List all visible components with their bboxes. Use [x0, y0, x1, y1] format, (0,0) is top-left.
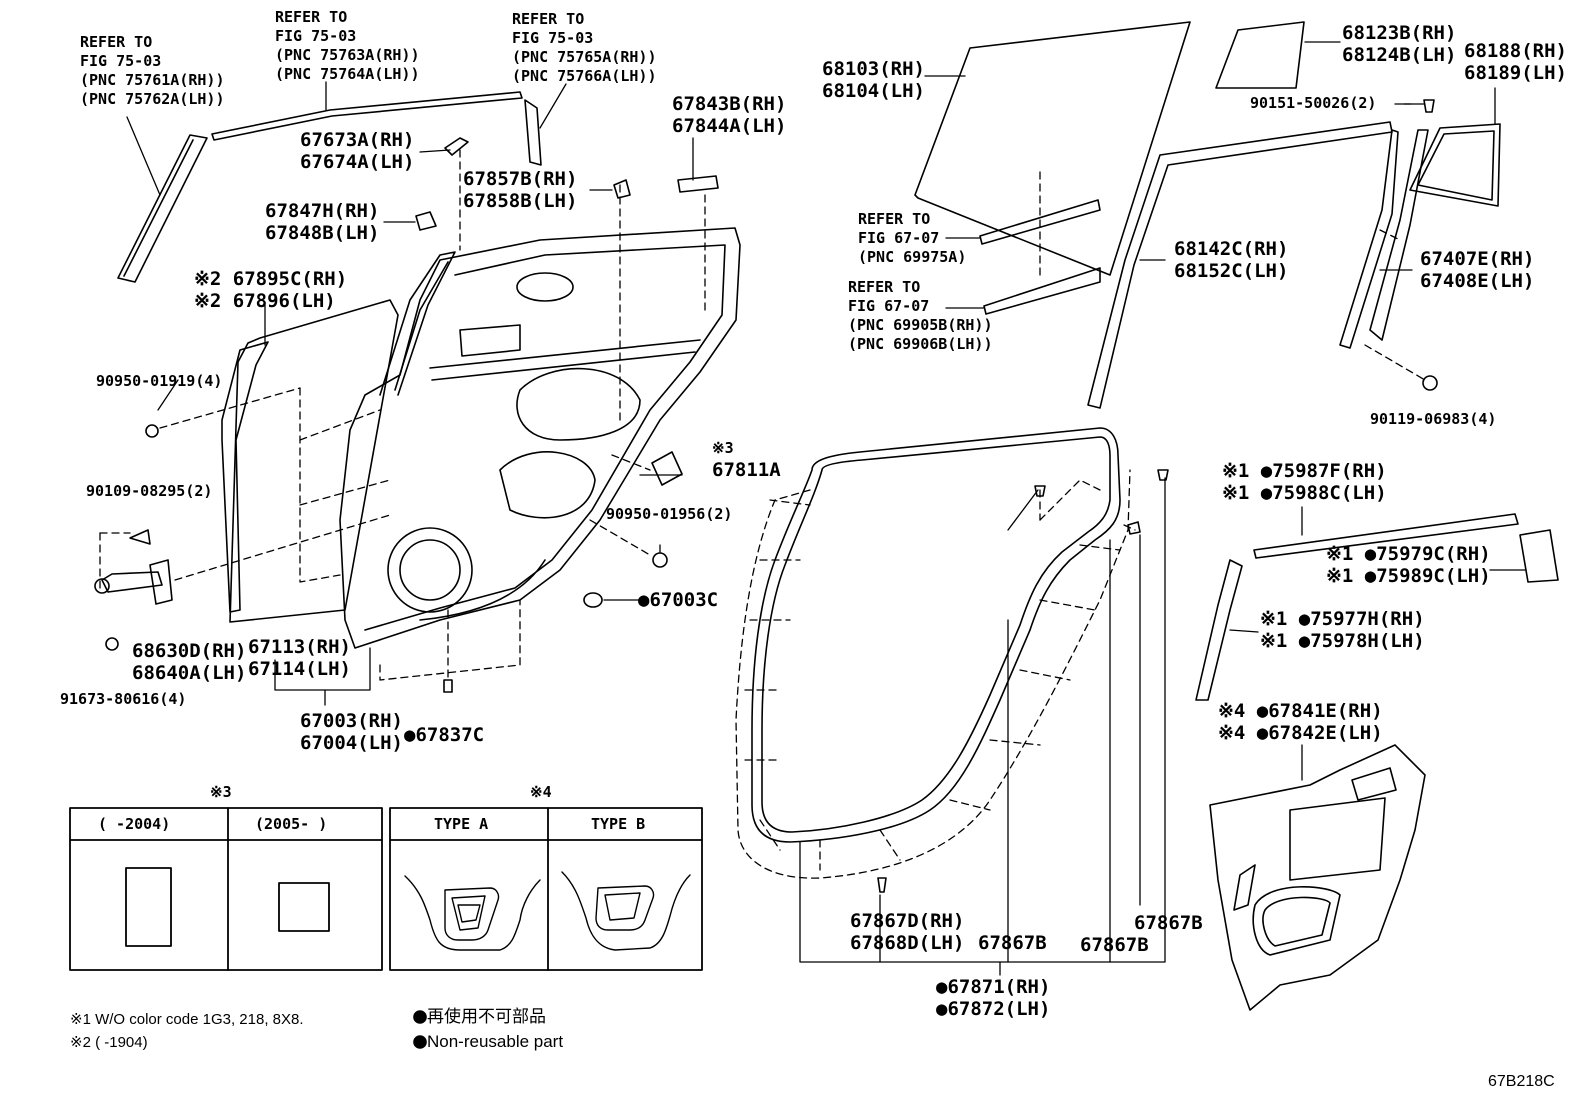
callout-75977h: ※1 ●75977H(RH)※1 ●75978H(LH) — [1260, 608, 1425, 652]
division-bar-67407e — [1369, 129, 1429, 341]
clip-67837c — [443, 679, 453, 693]
callout-68103: 68103(RH)68104(LH) — [822, 58, 925, 102]
callout-67867b-2: 67867B — [1080, 934, 1149, 956]
bolt-91673-80616 — [105, 637, 119, 651]
leader-lines-top-left — [126, 81, 694, 346]
footnote-1: ※1 W/O color code 1G3, 218, 8X8. — [70, 1011, 304, 1028]
clip-67843b — [677, 175, 719, 193]
table-note4-mark: ※4 — [530, 783, 552, 801]
label-shape-2004 — [125, 867, 172, 947]
illustration-code: 67B218C — [1488, 1073, 1555, 1090]
molding-75979c — [1519, 529, 1559, 583]
callout-90151-50026: 90151-50026(2) — [1250, 94, 1377, 112]
bolt-90109-08295 — [129, 529, 151, 545]
molding-75987f — [1253, 513, 1519, 559]
label-67811a — [651, 451, 683, 486]
plug-67003c — [583, 592, 603, 608]
bolt-90950-01956 — [652, 552, 668, 568]
quarter-glass-68123b — [1215, 21, 1305, 89]
legend-japanese: ● 再使用不可部品 — [412, 1007, 546, 1026]
clip-67673a — [444, 137, 469, 156]
type-b-sketch — [561, 871, 691, 951]
door-frame-sash — [379, 251, 456, 396]
screw-90119-06983 — [1422, 375, 1438, 391]
weatherstrip-67895c — [221, 341, 269, 613]
callout-90950-01919: 90950-01919(4) — [96, 372, 223, 390]
callout-67113: 67113(RH)67114(LH) — [248, 636, 351, 680]
quarter-window-68188 — [1409, 123, 1501, 207]
callout-67843b: 67843B(RH)67844A(LH) — [672, 93, 787, 137]
callout-67673a: 67673A(RH)67674A(LH) — [300, 129, 415, 173]
callout-68123b: 68123B(RH)68124B(LH) — [1342, 22, 1457, 66]
type-a-sketch — [404, 875, 541, 951]
callout-67003: 67003(RH)67004(LH) — [300, 710, 403, 754]
table-note3 — [69, 807, 383, 971]
callout-67867d: 67867D(RH)67868D(LH) — [850, 910, 965, 954]
callout-67857b: 67857B(RH)67858B(LH) — [463, 168, 578, 212]
clip-67857b — [613, 179, 631, 199]
dashed-guides-left — [99, 149, 706, 681]
rear-door-panel — [339, 227, 741, 649]
bracket-lines-left — [157, 379, 683, 706]
callout-68142c: 68142C(RH)68152C(LH) — [1174, 238, 1289, 282]
screw-90151-50026 — [1423, 99, 1435, 113]
legend-english: ● Non-reusable part — [412, 1032, 564, 1051]
leader-lines-right-lower — [1229, 506, 1526, 781]
callout-67895c: ※2 67895C(RH)※2 67896(LH) — [194, 268, 348, 312]
callout-67003c: ●67003C — [638, 589, 719, 611]
callout-67871: ●67871(RH)●67872(LH) — [936, 976, 1051, 1020]
footnote-2: ※2 ( -1904) — [70, 1034, 148, 1051]
label-shape-2005 — [278, 882, 330, 932]
callout-90119-06983: 90119-06983(4) — [1370, 410, 1497, 428]
callout-67837c: ●67837C — [404, 724, 485, 746]
leader-lines-right — [924, 41, 1496, 309]
callout-90950-01956: 90950-01956(2) — [606, 505, 733, 523]
door-weatherstrip-67871 — [751, 427, 1121, 843]
callout-67841e: ※4 ●67841E(RH)※4 ●67842E(LH) — [1218, 700, 1383, 744]
bracket-lines-right — [799, 477, 1166, 976]
molding-75977h — [1195, 559, 1243, 701]
callout-91673-80616: 91673-80616(4) — [60, 690, 187, 708]
callout-67407e: 67407E(RH)67408E(LH) — [1420, 248, 1535, 292]
legend-dot-1 — [413, 1010, 427, 1024]
callout-75979c: ※1 ●75979C(RH)※1 ●75989C(LH) — [1326, 543, 1491, 587]
door-check-68630d — [94, 559, 173, 605]
bolt-90950-01919 — [145, 424, 159, 438]
service-hole-cover-67113 — [229, 299, 399, 623]
table-note3-col2: (2005- ) — [255, 815, 328, 833]
service-hole-cover-67841e — [1209, 744, 1426, 1011]
roof-molding — [211, 91, 523, 141]
weatherstrip-clips — [877, 469, 1169, 893]
clip-67847h — [415, 211, 437, 231]
callout-67847h: 67847H(RH)67848B(LH) — [265, 200, 380, 244]
weatherstrip-outline-dashed — [735, 469, 1136, 879]
rear-pillar-molding — [524, 99, 542, 166]
table-note3-mark: ※3 — [210, 783, 232, 801]
callout-68188: 68188(RH)68189(LH) — [1464, 40, 1567, 84]
front-pillar-molding — [117, 134, 208, 283]
callout-67867b-3: 67867B — [1134, 912, 1203, 934]
table-note3-col1: ( -2004) — [98, 815, 171, 833]
callout-75987f: ※1 ●75987F(RH)※1 ●75988C(LH) — [1222, 460, 1387, 504]
door-glass-68103 — [914, 21, 1191, 276]
table-note4 — [389, 807, 703, 971]
callout-68630d: 68630D(RH)68640A(LH) — [132, 640, 247, 684]
belt-moldings — [979, 199, 1101, 315]
legend-dot-2 — [413, 1035, 427, 1049]
callout-90109-08295: 90109-08295(2) — [86, 482, 213, 500]
table-note4-col2: TYPE B — [591, 815, 646, 833]
table-note4-col1: TYPE A — [434, 815, 489, 833]
run-channel-68142c — [1087, 121, 1399, 409]
callout-67867b-1: 67867B — [978, 932, 1047, 954]
